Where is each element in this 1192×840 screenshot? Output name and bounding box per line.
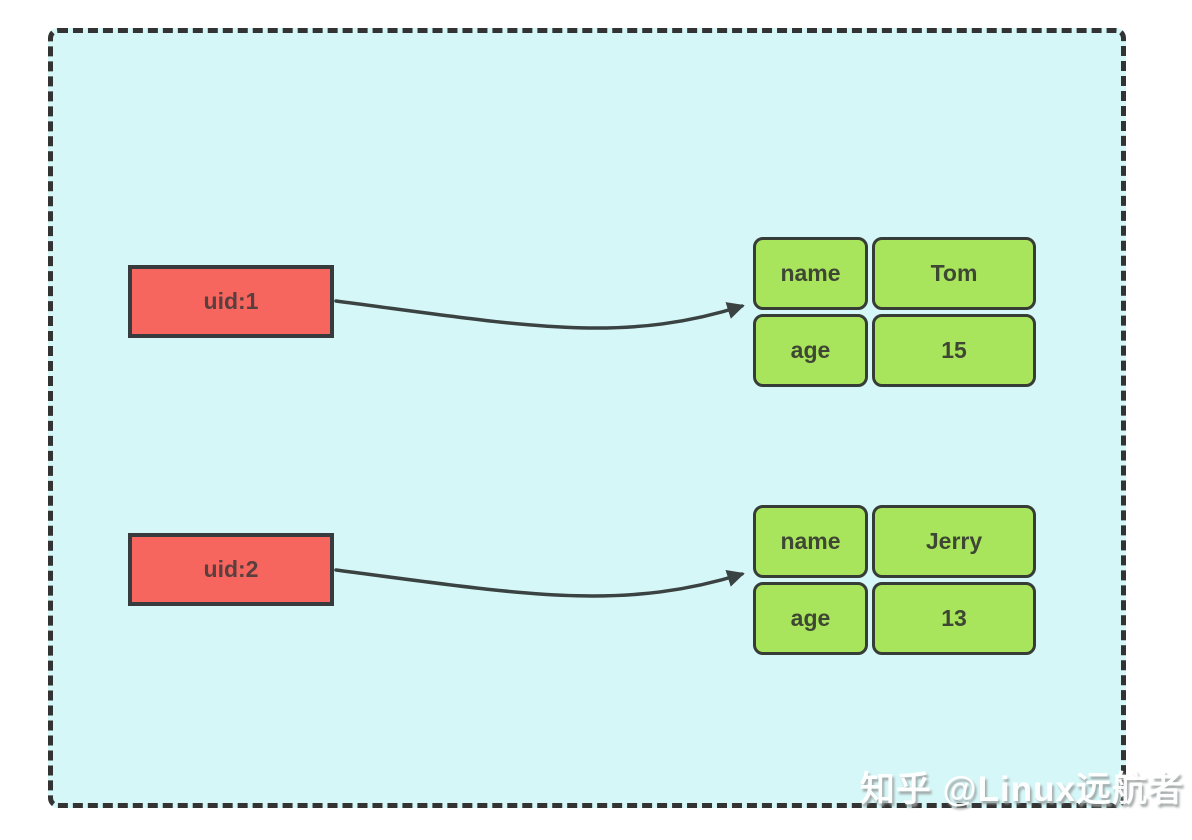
table2-value-name: Jerry bbox=[872, 505, 1036, 578]
hash-table-2: name Jerry age 13 bbox=[753, 505, 1036, 655]
table1-key-name: name bbox=[753, 237, 868, 310]
table1-key-age: age bbox=[753, 314, 868, 387]
table2-key-age: age bbox=[753, 582, 868, 655]
node-uid-2-label: uid:2 bbox=[203, 556, 259, 582]
node-uid-1-label: uid:1 bbox=[203, 288, 259, 314]
hash-table-1: name Tom age 15 bbox=[753, 237, 1036, 387]
table1-value-name: Tom bbox=[872, 237, 1036, 310]
watermark: 知乎 @Linux远航者 bbox=[859, 770, 1184, 809]
table2-value-age: 13 bbox=[872, 582, 1036, 655]
node-uid-1: uid:1 bbox=[128, 265, 334, 338]
node-uid-2: uid:2 bbox=[128, 533, 334, 606]
diagram-panel bbox=[48, 28, 1126, 808]
table2-key-name: name bbox=[753, 505, 868, 578]
table1-value-age: 15 bbox=[872, 314, 1036, 387]
